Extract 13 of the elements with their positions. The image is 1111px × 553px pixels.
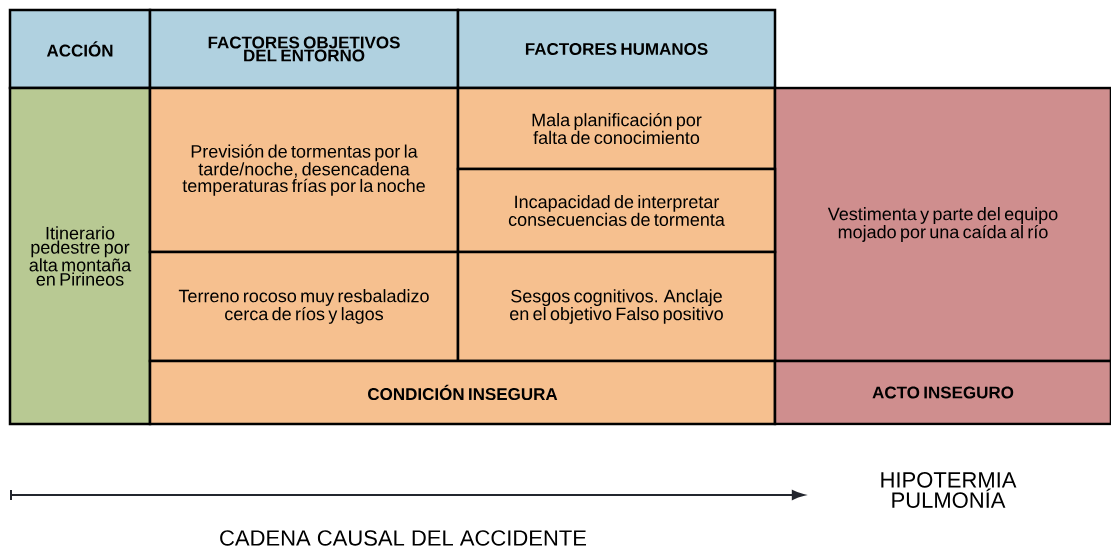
category-cell: CONDICIÓN INSEGURA — [148, 359, 777, 426]
category-cell: ACTO INSEGURO — [773, 359, 1111, 426]
header-cell: ACCIÓN — [8, 8, 152, 90]
factor-cell: Mala planificación por falta de conocimiento — [456, 86, 777, 171]
factor-cell: Sesgos cognitivos. Anclaje en el objetivo Falso positivo — [456, 250, 777, 363]
factor-cell: Incapacidad de interpretar consecuencias de tormenta — [456, 167, 777, 254]
action-cell: Itinerario pedestre por alta montaña en Pirineos — [8, 86, 152, 426]
factor-cell: Terreno rocoso muy resbaladizo cerca de ríos y lagos — [148, 250, 460, 363]
arrow — [10, 489, 805, 501]
header-cell: FACTORES HUMANOS — [456, 8, 777, 90]
outcome-text: HIPOTERMIA PULMONÍA — [881, 472, 1017, 508]
factor-cell: Previsión de tormentas por la tarde/noche, desencadena temperaturas frías por la noche — [148, 86, 460, 254]
axis-caption: CADENA CAUSAL DEL ACCIDENTE — [220, 530, 586, 546]
